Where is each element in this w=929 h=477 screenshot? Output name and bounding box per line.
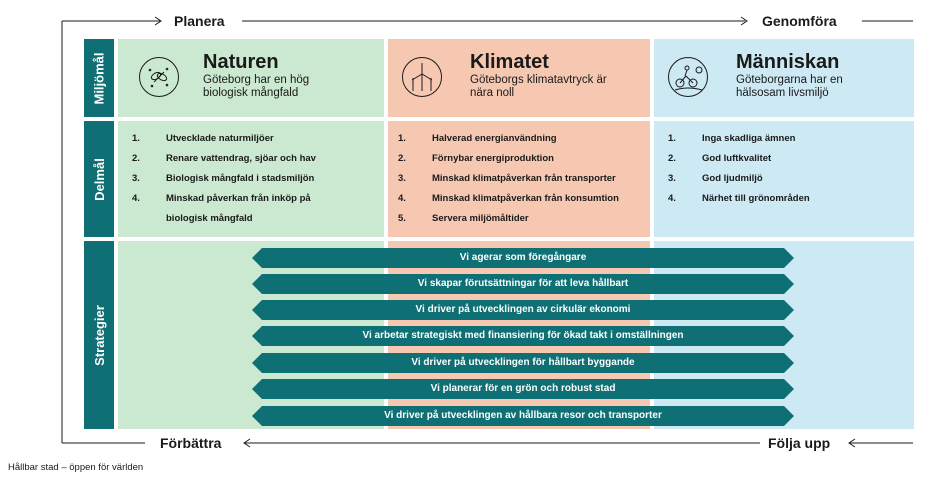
row-label-strategier: Strategier	[84, 241, 114, 429]
strategy-banner: Vi agerar som föregångare	[252, 248, 794, 268]
cycle-label-planera: Planera	[174, 13, 225, 29]
strategy-banner: Vi driver på utvecklingen för hållbart b…	[252, 353, 794, 373]
list-item: 3.Biologisk mångfald i stadsmiljön	[132, 173, 315, 184]
cycle-label-folja-upp: Följa upp	[768, 435, 831, 451]
subgoals-naturen: 1.Utvecklade naturmiljöer 2.Renare vatte…	[118, 121, 384, 237]
goal-title: Människan	[736, 51, 840, 73]
goal-title: Klimatet	[470, 51, 549, 73]
row-label-miljomal: Miljömål	[84, 39, 114, 117]
list-item: 2.Renare vattendrag, sjöar och hav	[132, 153, 316, 164]
goal-subtitle: Göteborg har en hög biologisk mångfald	[203, 74, 310, 99]
cyclist-icon	[668, 57, 708, 97]
list-item: 2.Förnybar energiproduktion	[398, 153, 554, 164]
cycle-label-genomfora: Genomföra	[762, 13, 837, 29]
strategy-banner: Vi driver på utvecklingen av hållbara re…	[252, 406, 794, 426]
list-item: 5.Servera miljömåltider	[398, 213, 529, 224]
goal-klimatet: Klimatet Göteborgs klimatavtryck är nära…	[388, 39, 650, 117]
strategy-banner: Vi driver på utvecklingen av cirkulär ek…	[252, 300, 794, 320]
nature-icon	[139, 57, 179, 97]
strategy-banner: Vi skapar förutsättningar för att leva h…	[252, 274, 794, 294]
footer-text: Hållbar stad – öppen för världen	[8, 462, 144, 473]
list-item: 1.Halverad energianvändning	[398, 133, 557, 144]
list-item: 1.Utvecklade naturmiljöer	[132, 133, 274, 144]
goal-title: Naturen	[203, 51, 279, 73]
goal-subtitle: Göteborgs klimatavtryck är nära noll	[470, 74, 607, 99]
subgoals-klimatet: 1.Halverad energianvändning 2.Förnybar e…	[388, 121, 650, 237]
strategy-banner: Vi planerar för en grön och robust stad	[252, 379, 794, 399]
cycle-label-forbattra: Förbättra	[160, 435, 222, 451]
subgoals-manniskan: 1.Inga skadliga ämnen 2.God luftkvalitet…	[654, 121, 914, 237]
list-item: 3.Minskad klimatpåverkan från transporte…	[398, 173, 616, 184]
row-label-delmal: Delmål	[84, 121, 114, 237]
goal-naturen: Naturen Göteborg har en hög biologisk må…	[118, 39, 384, 117]
list-item: 4.Närhet till grönområden	[668, 193, 810, 204]
list-item: 3.God ljudmiljö	[668, 173, 763, 184]
list-item: 4.Minskad påverkan från inköp på biologi…	[132, 193, 311, 224]
goal-manniskan: Människan Göteborgarna har en hälsosam l…	[654, 39, 914, 117]
list-item: 2.God luftkvalitet	[668, 153, 772, 164]
strategy-banner: Vi arbetar strategiskt med finansiering …	[252, 326, 794, 346]
list-item: 1.Inga skadliga ämnen	[668, 133, 796, 144]
goal-subtitle: Göteborgarna har en hälsosam livsmiljö	[736, 74, 843, 99]
list-item: 4.Minskad klimatpåverkan från konsumtion	[398, 193, 619, 204]
wind-turbine-icon	[402, 57, 442, 97]
